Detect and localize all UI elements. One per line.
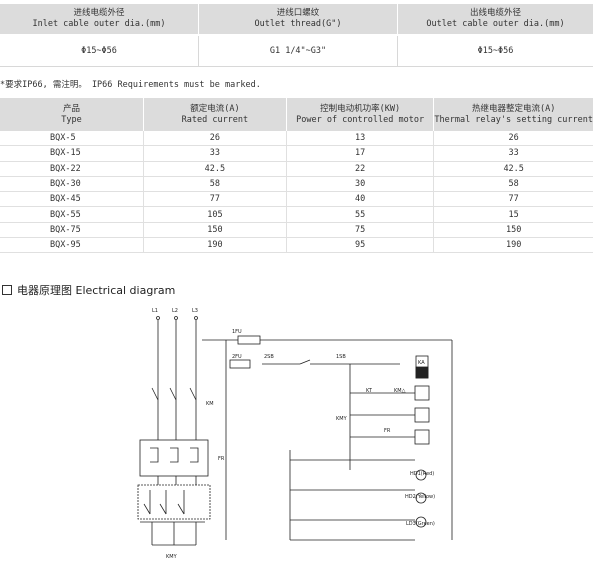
checkbox-square-icon bbox=[2, 285, 12, 295]
table2-header-relay: 热继电器整定电流(A) Thermal relay's setting curr… bbox=[433, 98, 593, 131]
table-cell: 33 bbox=[143, 145, 287, 162]
table-cell: 22 bbox=[286, 161, 435, 177]
label-hd2: HD2(Yellow) bbox=[405, 494, 435, 500]
table-cell: 42.5 bbox=[433, 161, 593, 177]
table-cell: 105 bbox=[143, 206, 287, 223]
header-cn: 产品 bbox=[62, 103, 80, 114]
table-cell: BQX-22 bbox=[0, 161, 144, 177]
header-en: Outlet thread(G") bbox=[254, 19, 342, 29]
table-cell: BQX-95 bbox=[0, 237, 144, 254]
label-kt: KT bbox=[366, 388, 373, 394]
table-cell: BQX-55 bbox=[0, 206, 144, 223]
label-l1: L1 bbox=[152, 308, 158, 314]
header-cn: 出线电缆外径 bbox=[469, 8, 521, 18]
table-cell: 95 bbox=[286, 237, 435, 254]
table-cell: Φ15~Φ56 bbox=[0, 35, 199, 67]
table-cell: 33 bbox=[433, 145, 593, 162]
label-hd1: HD1(Red) bbox=[410, 471, 434, 477]
label-ka: KA bbox=[418, 360, 425, 366]
header-cn: 控制电动机功率(KW) bbox=[320, 103, 401, 114]
table-cell: 13 bbox=[286, 131, 435, 147]
label-2fu: 2FU bbox=[232, 354, 242, 360]
header-cn: 额定电流(A) bbox=[190, 103, 240, 114]
label-fr: FR bbox=[384, 428, 391, 434]
ip66-note: *要求IP66, 需注明。 IP66 Requirements must be … bbox=[0, 80, 261, 90]
table2-header-type: 产品 Type bbox=[0, 98, 144, 131]
table-row: Φ15~Φ56 G1 1/4"~G3" Φ15~Φ56 bbox=[0, 35, 593, 67]
table-cell: BQX-45 bbox=[0, 191, 144, 208]
label-ld3: LD3(Green) bbox=[406, 521, 435, 527]
table-cell: 17 bbox=[286, 145, 435, 162]
table-cell: BQX-15 bbox=[0, 145, 144, 162]
label-1sb: 1SB bbox=[336, 354, 346, 360]
label-2sb: 2SB bbox=[264, 354, 274, 360]
header-en: Power of controlled motor bbox=[296, 114, 425, 125]
header-cn: 进线口螺纹 bbox=[276, 8, 320, 18]
table-cell: G1 1/4"~G3" bbox=[198, 35, 398, 67]
section-title: 电器原理图 Electrical diagram bbox=[17, 284, 176, 297]
table-cell: BQX-30 bbox=[0, 176, 144, 193]
label-fr-box: FR bbox=[218, 456, 225, 462]
table-cell: 15 bbox=[433, 206, 593, 223]
table-cell: 75 bbox=[286, 222, 435, 239]
header-cn: 热继电器整定电流(A) bbox=[472, 103, 556, 114]
table1-header-thread: 进线口螺纹 Outlet thread(G") bbox=[198, 4, 398, 36]
diagram-labels: L1 L2 L3 1FU 2FU 2SB 1SB KM KT KM△ KMY F… bbox=[152, 308, 435, 560]
table-cell: 190 bbox=[143, 237, 287, 254]
table-cell: 42.5 bbox=[143, 161, 287, 177]
table1-header-outlet: 出线电缆外径 Outlet cable outer dia.(mm) bbox=[397, 4, 593, 36]
table-cell: 30 bbox=[286, 176, 435, 193]
header-en: Outlet cable outer dia.(mm) bbox=[426, 19, 565, 29]
label-kmy: KMY bbox=[336, 416, 348, 422]
table-cell: 150 bbox=[433, 222, 593, 239]
product-spec-table: 产品 Type 额定电流(A) Rated current 控制电动机功率(KW… bbox=[0, 98, 593, 254]
table-cell: 190 bbox=[433, 237, 593, 254]
cable-spec-table: 进线电缆外径 Inlet cable outer dia.(mm) 进线口螺纹 … bbox=[0, 4, 593, 67]
label-km: KM bbox=[206, 401, 214, 407]
table-cell: 26 bbox=[143, 131, 287, 147]
table-cell: BQX-75 bbox=[0, 222, 144, 239]
table-cell: 40 bbox=[286, 191, 435, 208]
header-cn: 进线电缆外径 bbox=[73, 8, 125, 18]
table2-header-current: 额定电流(A) Rated current bbox=[143, 98, 287, 131]
table1-header-inlet: 进线电缆外径 Inlet cable outer dia.(mm) bbox=[0, 4, 199, 36]
header-en: Thermal relay's setting current bbox=[434, 114, 593, 125]
label-l3: L3 bbox=[192, 308, 198, 314]
section-heading: 电器原理图 Electrical diagram bbox=[2, 282, 175, 298]
table-cell: BQX-5 bbox=[0, 131, 144, 147]
table-cell: 150 bbox=[143, 222, 287, 239]
label-km-delta: KM△ bbox=[394, 388, 406, 394]
header-en: Rated current bbox=[181, 114, 249, 125]
header-en: Inlet cable outer dia.(mm) bbox=[32, 19, 166, 29]
table-cell: 58 bbox=[433, 176, 593, 193]
table-cell: 58 bbox=[143, 176, 287, 193]
label-kmy-bottom: KMY bbox=[166, 554, 178, 560]
table2-header-power: 控制电动机功率(KW) Power of controlled motor bbox=[286, 98, 435, 131]
table-cell: 26 bbox=[433, 131, 593, 147]
label-1fu: 1FU bbox=[232, 329, 242, 335]
label-l2: L2 bbox=[172, 308, 178, 314]
table-cell: 55 bbox=[286, 206, 435, 223]
table-cell: 77 bbox=[433, 191, 593, 208]
header-en: Type bbox=[61, 114, 82, 125]
electrical-diagram: L1 L2 L3 1FU 2FU 2SB 1SB KM KT KM△ KMY F… bbox=[137, 308, 453, 560]
table-cell: Φ15~Φ56 bbox=[397, 35, 593, 67]
table-cell: 77 bbox=[143, 191, 287, 208]
